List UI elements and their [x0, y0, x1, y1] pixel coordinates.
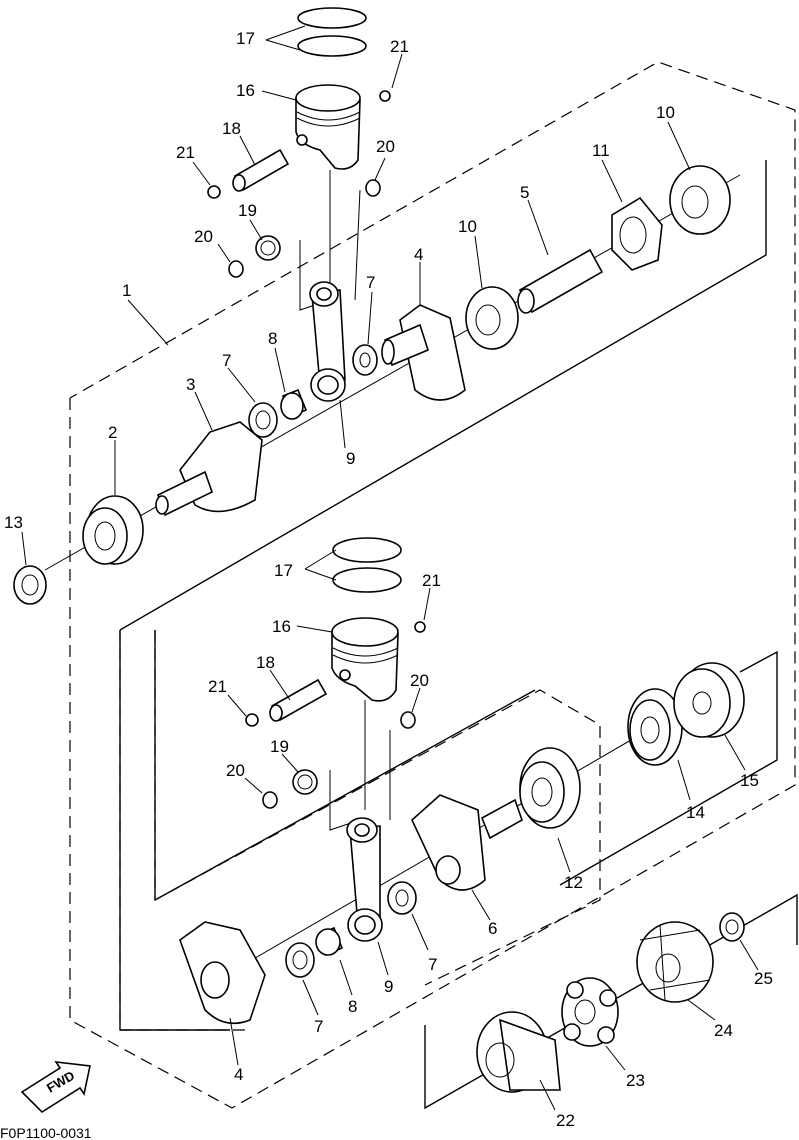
lower-piston-rings — [332, 537, 402, 593]
callout-7-upper-left: 7 — [222, 351, 231, 370]
callout-labels: 17 21 16 18 21 20 19 20 10 5 11 10 4 7 1… — [4, 29, 773, 1130]
crankshaft-assembly-boundary — [69, 61, 796, 1109]
upper-circlip-21a — [207, 185, 221, 199]
callout-3: 3 — [186, 375, 195, 394]
callout-20-lower-right: 20 — [410, 671, 429, 690]
lower-thrust-washer-7b — [387, 881, 417, 915]
upper-circlip-21b — [379, 90, 391, 102]
lower-washer-20b — [262, 791, 278, 809]
lower-needle-bearing-19 — [292, 769, 318, 795]
upper-main-bearing-2 — [82, 495, 144, 565]
lower-main-bearing-14 — [627, 688, 683, 766]
callout-10-upper-left: 10 — [458, 217, 477, 236]
leader-lines — [21, 25, 759, 1111]
upper-thrust-washer-7b — [352, 344, 378, 376]
callout-22: 22 — [556, 1111, 575, 1130]
fwd-arrow-icon — [20, 1061, 91, 1114]
callout-12: 12 — [564, 873, 583, 892]
upper-assembly-bracket — [119, 160, 767, 631]
right-bracket — [559, 650, 778, 886]
lower-washer-20a — [400, 711, 416, 729]
lower-crank-web-6 — [411, 794, 523, 891]
callout-21-lower-right: 21 — [422, 571, 441, 590]
upper-crank-web-4 — [381, 304, 466, 401]
callout-4-lower: 4 — [234, 1065, 243, 1084]
lower-needle-bearing-8 — [315, 926, 344, 957]
upper-main-bearing-10b — [669, 165, 731, 235]
upper-piston — [295, 84, 361, 170]
lower-cylinder-boundary — [154, 630, 601, 986]
callout-5: 5 — [520, 183, 529, 202]
callout-7-upper-right: 7 — [366, 273, 375, 292]
callout-8-lower: 8 — [348, 997, 357, 1016]
lower-assembly-bracket — [119, 630, 230, 1031]
callout-6: 6 — [488, 919, 497, 938]
coupling-washer-25 — [719, 912, 745, 942]
lower-crank-web-4 — [179, 921, 266, 1025]
callout-25: 25 — [754, 969, 773, 988]
lower-circlip-21b — [414, 621, 426, 633]
callout-21-upper-right: 21 — [390, 37, 409, 56]
lower-connecting-rod — [346, 817, 383, 942]
callout-18-lower: 18 — [256, 653, 275, 672]
upper-needle-bearing-19 — [255, 235, 281, 261]
lower-crank-bracket — [154, 630, 536, 901]
callout-16-upper: 16 — [236, 81, 255, 100]
callout-7-lower-right: 7 — [428, 955, 437, 974]
lower-piston — [331, 617, 399, 702]
callout-4-upper: 4 — [414, 245, 423, 264]
callout-14: 14 — [686, 803, 705, 822]
upper-nut-11 — [611, 196, 663, 271]
lower-seal-15 — [673, 662, 745, 738]
callout-21-upper-left: 21 — [176, 143, 195, 162]
lower-main-bearing-12 — [519, 747, 581, 829]
upper-main-bearing-10a — [465, 286, 519, 350]
upper-piston-pin — [232, 148, 290, 192]
lower-thrust-washer-7a — [285, 942, 315, 978]
callout-1: 1 — [122, 281, 131, 300]
callout-21-lower-left: 21 — [208, 677, 227, 696]
upper-needle-bearing-8 — [280, 388, 308, 420]
callout-19-upper: 19 — [238, 201, 257, 220]
callout-9-lower: 9 — [384, 977, 393, 996]
callout-15: 15 — [740, 771, 759, 790]
callout-20-lower-left: 20 — [226, 761, 245, 780]
drawing-code: F0P1100-0031 — [0, 1125, 92, 1140]
callout-17-upper: 17 — [236, 29, 255, 48]
coupling-rubber-23 — [561, 977, 619, 1047]
upper-washer-20b — [228, 260, 244, 278]
upper-oil-seal-13 — [13, 565, 47, 605]
callout-23: 23 — [626, 1071, 645, 1090]
callout-10-upper-right: 10 — [656, 103, 675, 122]
callout-11: 11 — [592, 141, 610, 160]
callout-17-lower: 17 — [274, 561, 293, 580]
upper-connecting-rod — [309, 281, 346, 402]
callout-20-upper-right: 20 — [376, 137, 395, 156]
callout-7-lower-left: 7 — [314, 1017, 323, 1036]
upper-crank-web-3 — [155, 421, 263, 517]
callout-24: 24 — [714, 1021, 733, 1040]
lower-rod-axis — [329, 700, 391, 831]
callout-2: 2 — [108, 423, 117, 442]
callout-9-upper: 9 — [346, 449, 355, 468]
callout-13: 13 — [4, 513, 23, 532]
upper-thrust-washer-7a — [248, 402, 278, 438]
callout-20-upper-left: 20 — [194, 227, 213, 246]
callout-16-lower: 16 — [272, 617, 291, 636]
callout-8-upper: 8 — [268, 329, 277, 348]
callout-19-lower: 19 — [270, 737, 289, 756]
callout-18-upper: 18 — [222, 119, 241, 138]
upper-washer-20a — [365, 179, 381, 197]
coupling-hub-24 — [636, 921, 714, 1003]
lower-piston-pin — [269, 678, 328, 722]
lower-circlip-21a — [245, 713, 259, 727]
coupling-hub-22 — [476, 1011, 561, 1093]
upper-piston-rings — [297, 7, 367, 57]
upper-crank-pin-5 — [517, 248, 604, 314]
